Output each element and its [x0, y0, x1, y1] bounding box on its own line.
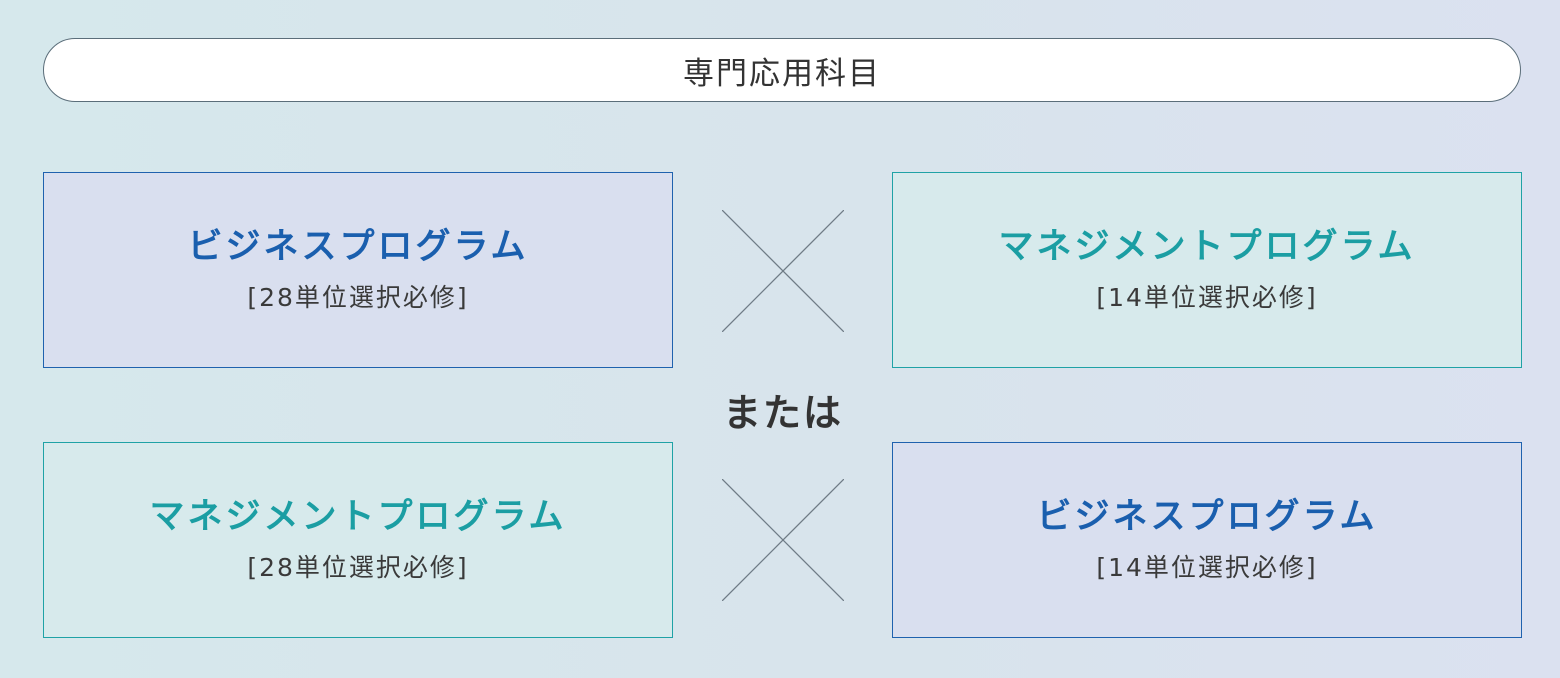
combo-2-right-credits: [14単位選択必修]: [1096, 553, 1318, 582]
combo-1-right-credits: [14単位選択必修]: [1096, 283, 1318, 312]
combo-1-left-program: ビジネスプログラム: [187, 227, 529, 267]
or-connector: または: [722, 391, 843, 435]
combo-2-left-box: マネジメントプログラム [28単位選択必修]: [43, 442, 673, 638]
combo-2-right-program: ビジネスプログラム: [1036, 497, 1378, 537]
header-pill: 専門応用科目: [43, 38, 1521, 102]
combo-1-cross-icon: [722, 210, 844, 332]
combo-1-right-box: マネジメントプログラム [14単位選択必修]: [892, 172, 1522, 368]
combo-2-cross-icon: [722, 479, 844, 601]
combo-1-left-box: ビジネスプログラム [28単位選択必修]: [43, 172, 673, 368]
combo-1-left-credits: [28単位選択必修]: [247, 283, 469, 312]
combo-2-left-program: マネジメントプログラム: [149, 497, 567, 537]
combo-2-right-box: ビジネスプログラム [14単位選択必修]: [892, 442, 1522, 638]
combo-2-left-credits: [28単位選択必修]: [247, 553, 469, 582]
combo-1-right-program: マネジメントプログラム: [998, 227, 1416, 267]
header-title: 専門応用科目: [683, 55, 881, 92]
